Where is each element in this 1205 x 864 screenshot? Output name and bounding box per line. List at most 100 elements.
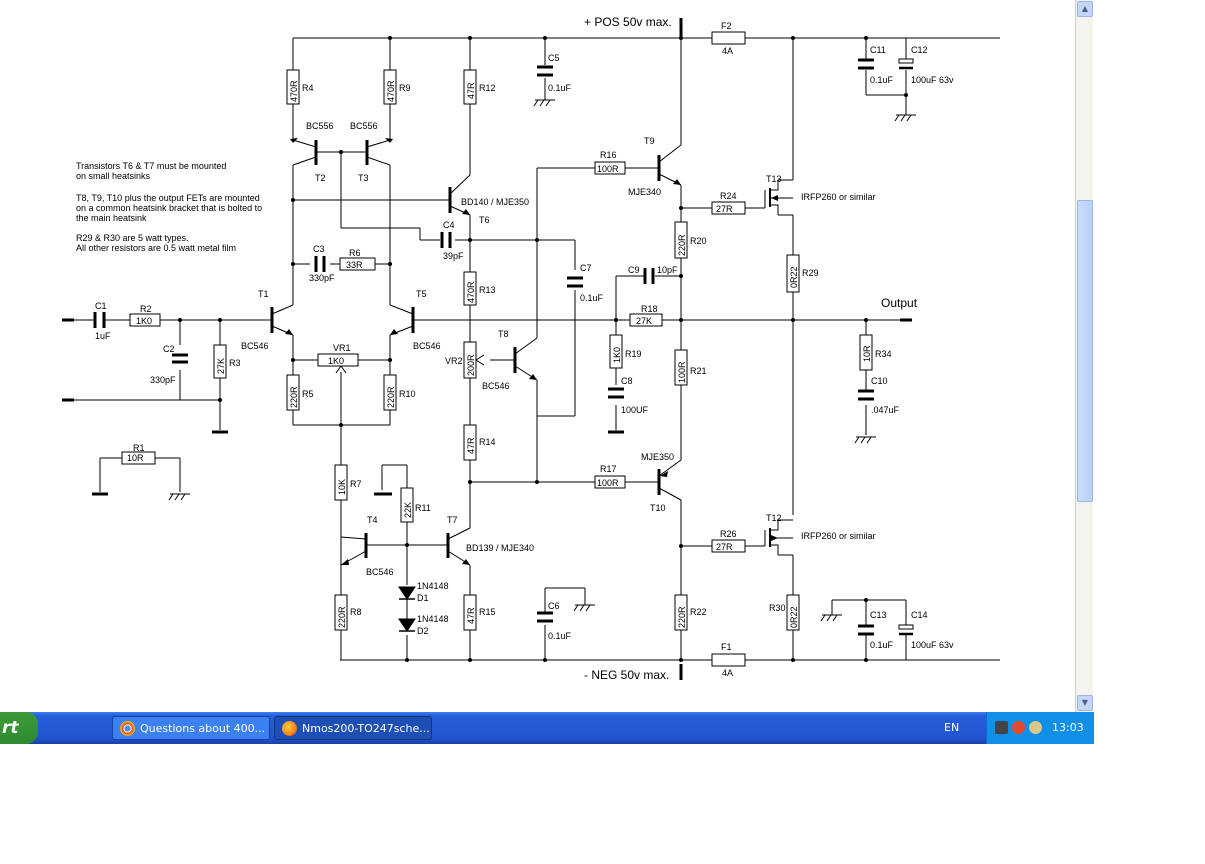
resistor-ref: R29: [802, 268, 819, 278]
capacitor-value: 0.1uF: [548, 83, 572, 93]
transistor-ref: T4: [367, 515, 378, 525]
start-button[interactable]: rt: [0, 712, 38, 744]
note-line: Transistors T6 & T7 must be mounted: [76, 161, 226, 171]
capacitor-value: 330pF: [309, 273, 335, 283]
resistor-ref: R20: [690, 236, 707, 246]
transistor-part: BC546: [241, 341, 269, 351]
resistor-value: 33R: [346, 260, 363, 270]
transistor-part: IRFP260 or similar: [801, 192, 876, 202]
resistor-ref: R16: [600, 150, 617, 160]
amplifier-schematic: + POS 50v max. - NEG 50v max. Output Tra…: [62, 15, 1000, 682]
capacitor-ref: C12: [911, 45, 928, 55]
output-label: Output: [881, 296, 918, 310]
resistor-value: 10K: [337, 479, 347, 495]
resistor-value: 47R: [466, 607, 476, 624]
resistor-value: 470R: [466, 281, 476, 303]
resistor-value: 10R: [127, 453, 144, 463]
note-line: on a common heatsink bracket that is bol…: [76, 203, 262, 213]
resistor-ref: R6: [349, 248, 361, 258]
supply-pos-label: + POS 50v max.: [584, 15, 672, 29]
taskbar-item[interactable]: Questions about 400...: [112, 716, 270, 740]
transistor-part: BC546: [482, 381, 510, 391]
resistor-value: 27K: [636, 316, 652, 326]
resistor-value: 470R: [289, 80, 299, 102]
resistor-ref: R7: [350, 479, 362, 489]
resistor-ref: R12: [479, 83, 496, 93]
transistor-ref: T5: [416, 289, 427, 299]
volume-icon[interactable]: [995, 721, 1008, 734]
resistor-ref: R2: [140, 304, 152, 314]
transistor-part: BC556: [306, 121, 334, 131]
resistor-value: 27R: [716, 542, 733, 552]
resistor-value: 1K0: [612, 347, 622, 363]
tray-app-icon[interactable]: [1012, 721, 1025, 734]
capacitor-ref: C13: [870, 610, 887, 620]
resistor-ref: R8: [350, 607, 362, 617]
diode-part: 1N4148: [417, 581, 449, 591]
capacitor-value: 0.1uF: [870, 640, 894, 650]
resistor-value: 0R22: [789, 606, 799, 628]
transistor-part: BD139 / MJE340: [466, 543, 534, 553]
capacitor-ref: C10: [871, 376, 888, 386]
resistor-ref: R21: [690, 366, 707, 376]
fuse-value: 4A: [722, 668, 733, 678]
capacitor-ref: C3: [313, 244, 325, 254]
scroll-down-icon[interactable]: ▼: [1077, 695, 1093, 711]
transistor-ref: T2: [315, 173, 326, 183]
capacitor-ref: C11: [870, 45, 886, 55]
resistor-value: 27R: [716, 204, 733, 214]
diode-ref: D2: [417, 626, 429, 636]
taskbar-item-label: Nmos200-TO247sche...: [302, 722, 430, 735]
language-indicator[interactable]: EN: [944, 721, 960, 734]
capacitor-value: 100uF 63v: [911, 640, 954, 650]
scroll-up-icon[interactable]: ▲: [1077, 1, 1093, 17]
resistor-value: 220R: [337, 606, 347, 628]
resistor-value: 1K0: [136, 316, 152, 326]
pot-ref: VR2: [445, 356, 463, 366]
resistor-ref: R10: [399, 389, 416, 399]
tray-app-icon[interactable]: [1029, 721, 1042, 734]
resistor-value: 100R: [677, 361, 687, 383]
resistor-value: 0R22: [789, 266, 799, 288]
resistor-ref: R3: [229, 358, 241, 368]
supply-neg-label: - NEG 50v max.: [584, 668, 669, 682]
resistor-ref: R24: [720, 191, 737, 201]
system-tray: [986, 712, 1094, 744]
transistor-ref: T13: [766, 174, 782, 184]
capacitor-ref: C9: [628, 265, 640, 275]
resistor-ref: R11: [415, 503, 431, 513]
capacitor-value: 1uF: [95, 331, 111, 341]
vertical-scrollbar[interactable]: ▲ ▼: [1075, 0, 1093, 712]
capacitor-value: 10pF: [657, 265, 678, 275]
capacitor-value: 100uF 63v: [911, 75, 954, 85]
capacitor-value: 330pF: [150, 375, 176, 385]
resistor-ref: R34: [875, 349, 892, 359]
note-line: R29 & R30 are 5 watt types.: [76, 233, 189, 243]
transistor-ref: T9: [644, 136, 655, 146]
transistor-ref: T7: [447, 515, 458, 525]
transistor-part: IRFP260 or similar: [801, 531, 876, 541]
resistor-ref: R13: [479, 285, 496, 295]
capacitor-ref: C14: [911, 610, 928, 620]
resistor-value: 470R: [386, 80, 396, 102]
capacitor-value: 0.1uF: [548, 631, 572, 641]
note-line: on small heatsinks: [76, 171, 151, 181]
scrollbar-thumb[interactable]: [1077, 200, 1093, 502]
note-line: T8, T9, T10 plus the output FETs are mou…: [76, 193, 260, 203]
fuse-ref: F1: [721, 642, 732, 652]
transistor-ref: T3: [358, 173, 369, 183]
capacitor-ref: C8: [621, 376, 633, 386]
transistor-part: BC556: [350, 121, 378, 131]
taskbar-item[interactable]: Nmos200-TO247sche...: [274, 716, 432, 740]
transistor-part: MJE350: [641, 452, 674, 462]
resistor-value: 220R: [289, 386, 299, 408]
resistor-value: 220R: [677, 234, 687, 256]
resistor-value: 220R: [386, 386, 396, 408]
transistor-part: BD140 / MJE350: [461, 197, 529, 207]
resistor-value: 22K: [403, 502, 413, 518]
resistor-ref: R18: [641, 304, 658, 314]
transistor-ref: T6: [479, 215, 490, 225]
resistor-ref: R19: [625, 349, 642, 359]
resistor-value: 47R: [466, 82, 476, 99]
transistor-part: BC546: [413, 341, 441, 351]
